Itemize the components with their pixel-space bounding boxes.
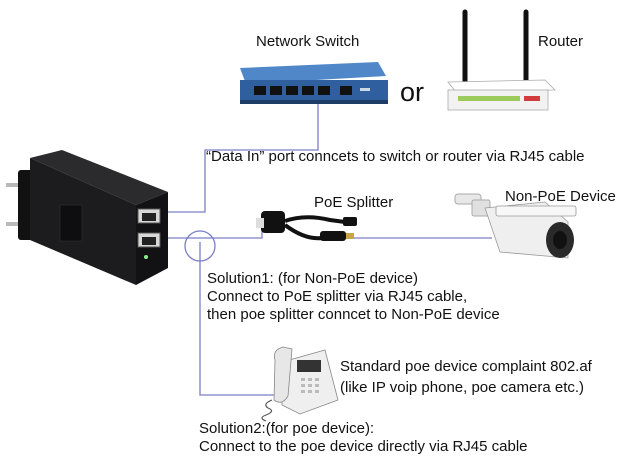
solution2-line2: Connect to the poe device directly via R… (199, 438, 528, 455)
connection-lines (160, 102, 492, 396)
solution2-title: Solution2:(for poe device): (199, 420, 375, 437)
ip-phone-image (261, 346, 339, 422)
poe-injector-image (6, 150, 168, 285)
poe-splitter-label: PoE Splitter (314, 194, 394, 211)
standard-poe-line1: Standard poe device complaint 802.af (340, 358, 592, 375)
standard-poe-line2: (like IP voip phone, poe camera etc.) (340, 379, 585, 396)
router-image (447, 9, 556, 111)
security-camera-image (454, 193, 577, 259)
or-label: or (400, 77, 425, 107)
solution1-line2: Connect to PoE splitter via RJ45 cable, (207, 288, 468, 305)
router-label: Router (538, 33, 584, 50)
non-poe-device-label: Non-PoE Device (505, 188, 616, 205)
solution1-line3: then poe splitter conncet to Non-PoE dev… (207, 306, 500, 323)
solution1-title: Solution1: (for Non-PoE device) (207, 270, 418, 287)
network-switch-image (240, 62, 388, 104)
network-switch-label: Network Switch (256, 33, 360, 50)
line-injector-to-switch (160, 102, 319, 213)
data-in-caption: “Data In” port conncets to switch or rou… (206, 148, 585, 165)
poe-splitter-image (256, 211, 357, 241)
line-injector-to-phone (199, 242, 282, 396)
callout-circle (184, 230, 216, 262)
